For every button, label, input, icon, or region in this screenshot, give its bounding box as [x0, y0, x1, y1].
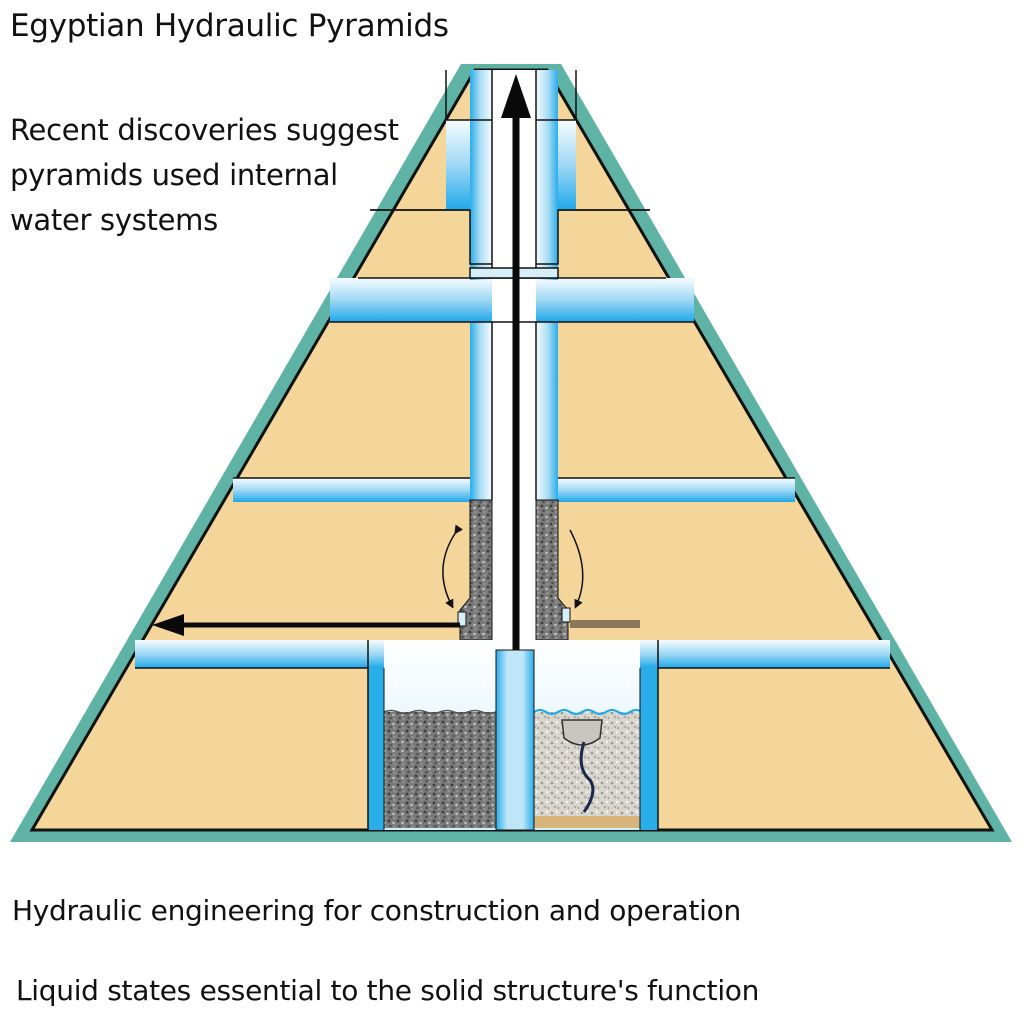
circulation-arrow-right	[569, 529, 584, 609]
intro-text: Recent discoveries suggest pyramids used…	[10, 108, 399, 243]
pump-pod	[561, 719, 603, 746]
water-channel-left-upper	[470, 70, 492, 280]
outward-flow-arrow-head	[152, 614, 184, 636]
outlet-sleeve-right	[561, 607, 571, 623]
intro-line: water systems	[10, 203, 218, 237]
water-channel-right-upper	[536, 70, 558, 280]
base-gravel-bed	[384, 712, 496, 828]
caption-line-2: Liquid states essential to the solid str…	[16, 974, 760, 1007]
upward-flow-arrow-head	[501, 74, 531, 118]
water-channel-right-base	[640, 668, 658, 830]
page-title: Egyptian Hydraulic Pyramids	[10, 8, 449, 44]
base-sand-floor	[534, 816, 640, 828]
water-channel-left-base	[368, 668, 384, 830]
intro-line: Recent discoveries suggest	[10, 113, 399, 147]
outlet-sleeve-left	[457, 611, 467, 627]
water-channel-left-mid	[470, 322, 492, 502]
right-outlet-channel	[570, 620, 640, 628]
water-channel-right-mid	[536, 322, 558, 502]
pump-tube	[579, 741, 595, 813]
central-riser-pipe	[495, 649, 535, 831]
circulation-arrow-left	[442, 524, 464, 609]
intro-line: pyramids used internal	[10, 158, 338, 192]
caption-line-1: Hydraulic engineering for construction a…	[12, 894, 741, 927]
